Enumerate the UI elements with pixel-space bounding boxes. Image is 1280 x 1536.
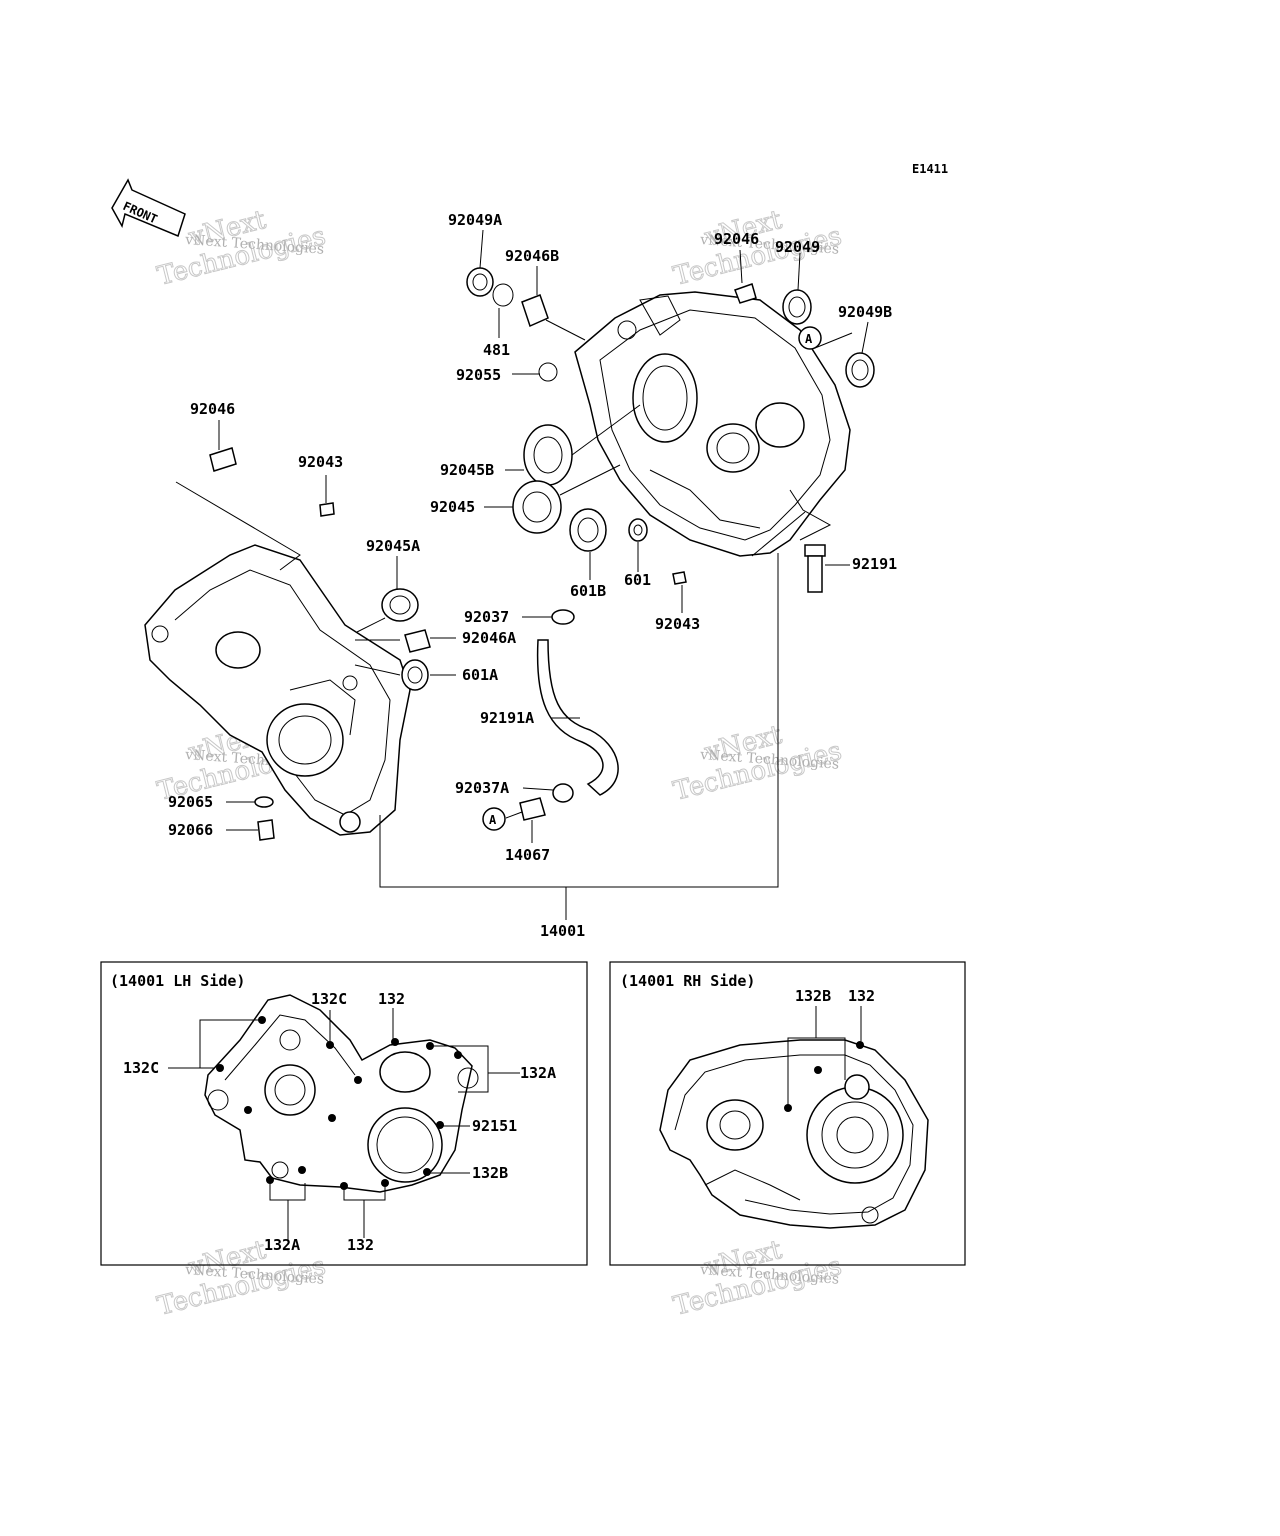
label-92049B: 92049B xyxy=(838,303,892,321)
circlip-481 xyxy=(492,283,514,307)
label-92049A: 92049A xyxy=(448,211,502,229)
rh-label-132B: 132B xyxy=(795,987,831,1005)
callout-a-bottom: A xyxy=(482,807,506,831)
needle-bearing-92046B xyxy=(521,294,549,328)
lh-label-132C-left: 132C xyxy=(123,1059,159,1077)
label-601B: 601B xyxy=(570,582,606,600)
label-92045: 92045 xyxy=(430,498,475,516)
plug-92066 xyxy=(257,819,275,841)
svg-text:A: A xyxy=(489,813,497,827)
pipe-92191 xyxy=(804,544,826,593)
rh-crankcase-drawing xyxy=(574,291,851,557)
rh-side-box: (14001 RH Side) 132B 132 xyxy=(609,961,966,1266)
o-ring-92055 xyxy=(538,362,558,382)
lh-crankcase-drawing xyxy=(144,544,411,836)
label-601: 601 xyxy=(624,571,651,589)
label-92046B: 92046B xyxy=(505,247,559,265)
label-92191: 92191 xyxy=(852,555,897,573)
label-481: 481 xyxy=(483,341,510,359)
lh-label-132C-top: 132C xyxy=(311,990,347,1008)
label-92049: 92049 xyxy=(775,238,820,256)
lh-side-title: (14001 LH Side) xyxy=(110,972,245,990)
label-92055: 92055 xyxy=(456,366,501,384)
bearing-92049A xyxy=(466,267,494,297)
label-92046A: 92046A xyxy=(462,629,516,647)
lh-label-132A-right: 132A xyxy=(520,1064,556,1082)
bearing-92045B xyxy=(523,424,573,486)
bearing-601B xyxy=(569,508,607,552)
needle-bearing-92046-top xyxy=(734,283,757,304)
front-arrow-icon: FRONT xyxy=(111,178,186,238)
washer-92065 xyxy=(254,796,274,808)
bearing-601 xyxy=(628,518,648,542)
label-92043-left: 92043 xyxy=(298,453,343,471)
clamp-92037A xyxy=(552,783,574,803)
part-labels: 92049A 92046B 481 92055 92046 92049 9204… xyxy=(168,211,897,940)
lh-label-132B: 132B xyxy=(472,1164,508,1182)
label-92065: 92065 xyxy=(168,793,213,811)
rh-label-132: 132 xyxy=(848,987,875,1005)
dowel-92043-left xyxy=(319,502,335,517)
label-92066: 92066 xyxy=(168,821,213,839)
rh-side-title: (14001 RH Side) xyxy=(620,972,755,990)
label-14001: 14001 xyxy=(540,922,585,940)
label-92043-right: 92043 xyxy=(655,615,700,633)
label-92046-left: 92046 xyxy=(190,400,235,418)
label-92045A: 92045A xyxy=(366,537,420,555)
lh-label-92151: 92151 xyxy=(472,1117,517,1135)
diagram-code: E1411 xyxy=(912,162,948,176)
label-92045B: 92045B xyxy=(440,461,494,479)
lh-label-132-bottom: 132 xyxy=(347,1236,374,1254)
label-92037A: 92037A xyxy=(455,779,509,797)
lh-label-132A-bottom: 132A xyxy=(264,1236,300,1254)
bearing-92049 xyxy=(782,289,812,325)
label-14067: 14067 xyxy=(505,846,550,864)
callout-a-top: A xyxy=(798,326,822,350)
label-92191A: 92191A xyxy=(480,709,534,727)
bearing-601A xyxy=(401,659,429,691)
label-601A: 601A xyxy=(462,666,498,684)
bearing-92045 xyxy=(512,480,562,534)
lh-side-box: (14001 LH Side) 132C 132 132C xyxy=(100,961,588,1266)
pipe-14067 xyxy=(519,797,546,821)
svg-text:A: A xyxy=(805,332,813,346)
dowel-92043-right xyxy=(672,571,687,585)
leader-lines xyxy=(175,229,869,920)
label-92037: 92037 xyxy=(464,608,509,626)
clamp-92037 xyxy=(551,609,575,625)
bearing-92045A xyxy=(381,588,419,622)
needle-bearing-92046A xyxy=(404,629,431,653)
bearing-92049B xyxy=(845,352,875,388)
lh-label-132-top: 132 xyxy=(378,990,405,1008)
label-92046-top: 92046 xyxy=(714,230,759,248)
needle-bearing-92046-left xyxy=(209,447,237,472)
